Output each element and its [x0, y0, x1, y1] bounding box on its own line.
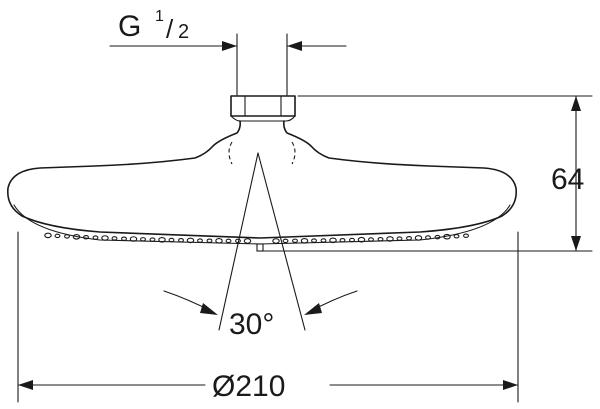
spray-nozzle [320, 238, 327, 243]
spray-nozzle [463, 233, 469, 238]
spray-nozzle [121, 236, 127, 241]
spray-nozzle [92, 235, 99, 240]
spray-nozzle [453, 233, 460, 239]
hex-nut-chamfer [230, 115, 296, 122]
diameter-arrow-left [18, 380, 33, 390]
height-dimension: 64 [261, 95, 593, 252]
spray-nozzle [215, 238, 223, 244]
spray-nozzle [178, 237, 184, 243]
diameter-dimension: Ø210 [17, 231, 519, 403]
center-nozzle [256, 243, 264, 252]
spray-nozzle [357, 236, 366, 243]
spray-line-right [257, 152, 306, 331]
spray-nozzle [368, 237, 374, 242]
spray-nozzle [311, 238, 317, 243]
spray-nozzle [243, 238, 252, 244]
height-label: 64 [551, 163, 584, 196]
angle-arrow-left [200, 303, 218, 315]
spray-nozzle [292, 238, 298, 244]
thread-label-numerator: 1 [155, 8, 164, 25]
spray-nozzle [225, 238, 232, 244]
thread-label-denominator: 2 [178, 21, 189, 43]
spray-nozzle [377, 236, 384, 242]
spray-nozzle [206, 238, 213, 243]
thread-arrow-left [222, 41, 237, 51]
spray-nozzle [168, 237, 175, 243]
spray-nozzle [158, 237, 166, 243]
shower-head-body-outline [6, 120, 518, 239]
spray-nozzle [425, 235, 431, 240]
height-arrow-bottom [571, 236, 581, 251]
spray-nozzle [44, 232, 52, 239]
spray-nozzle [406, 235, 412, 241]
spray-plate-edge [13, 204, 511, 245]
joint-hidden-line-right [291, 141, 296, 165]
spray-nozzle [197, 238, 203, 243]
spray-nozzle [149, 237, 156, 242]
angle-arrow-right [304, 303, 322, 315]
spray-nozzle [349, 237, 355, 243]
spray-nozzle [83, 234, 89, 240]
spray-nozzle [443, 233, 451, 240]
spray-nozzle [300, 238, 309, 244]
spray-angle-dimension: 30° [163, 152, 358, 341]
spray-nozzle [140, 237, 146, 242]
shower-head [6, 95, 518, 252]
diameter-label: Ø210 [212, 370, 285, 403]
spray-nozzle [186, 237, 195, 244]
spray-nozzle [272, 238, 280, 244]
spray-angle-label: 30° [229, 308, 274, 341]
joint-hidden-line-left [228, 141, 233, 165]
spray-line-left [218, 152, 259, 331]
spray-nozzle [386, 236, 394, 242]
height-arrow-top [571, 96, 581, 111]
spray-nozzle [434, 234, 441, 240]
hex-nut [230, 95, 296, 117]
spray-nozzle [54, 233, 61, 239]
spray-nozzle [101, 235, 109, 241]
thread-label-prefix: G [118, 10, 141, 43]
spray-nozzle [129, 236, 138, 242]
thread-dimension: G 1 / 2 [109, 8, 347, 96]
spray-nozzle [396, 236, 403, 241]
spray-nozzle [414, 235, 423, 241]
spray-nozzle [111, 236, 118, 241]
spray-nozzle [282, 238, 289, 244]
diameter-arrow-right [503, 380, 518, 390]
spray-nozzle [339, 237, 346, 243]
spray-nozzle [72, 234, 81, 240]
thread-arrow-right [287, 41, 302, 51]
spray-nozzle [64, 234, 70, 239]
spray-nozzle [329, 237, 337, 244]
thread-label-slash: / [166, 14, 174, 44]
